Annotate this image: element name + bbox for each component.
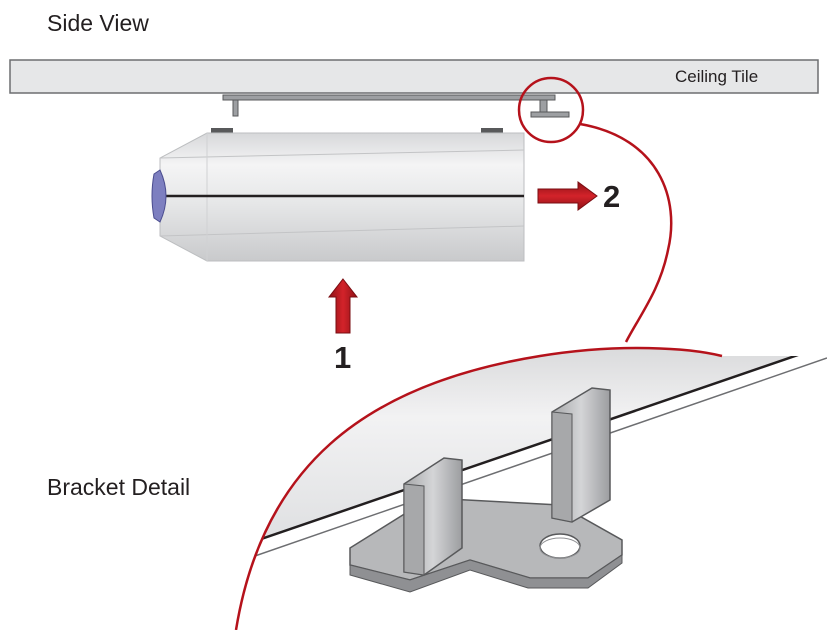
- callout-leader: [579, 122, 673, 343]
- detail-arc: [234, 346, 723, 630]
- ceiling-tile-label: Ceiling Tile: [675, 67, 759, 86]
- callout-circle: [517, 76, 585, 144]
- ceiling-tile: [9, 59, 819, 94]
- light-housing: [151, 132, 525, 262]
- housing-clip-right: [481, 128, 503, 134]
- diagram-title: Side View: [47, 10, 149, 36]
- mounting-rail: [222, 94, 570, 118]
- arrow-right-icon: [537, 181, 598, 211]
- housing-clip-left: [211, 128, 233, 134]
- step-1-label: 1: [334, 340, 352, 375]
- lens: [151, 169, 167, 223]
- bracket-detail-label: Bracket Detail: [47, 474, 191, 500]
- step-2-label: 2: [603, 179, 621, 214]
- bracket-detail: [236, 348, 827, 630]
- arrow-up-icon: [327, 278, 359, 334]
